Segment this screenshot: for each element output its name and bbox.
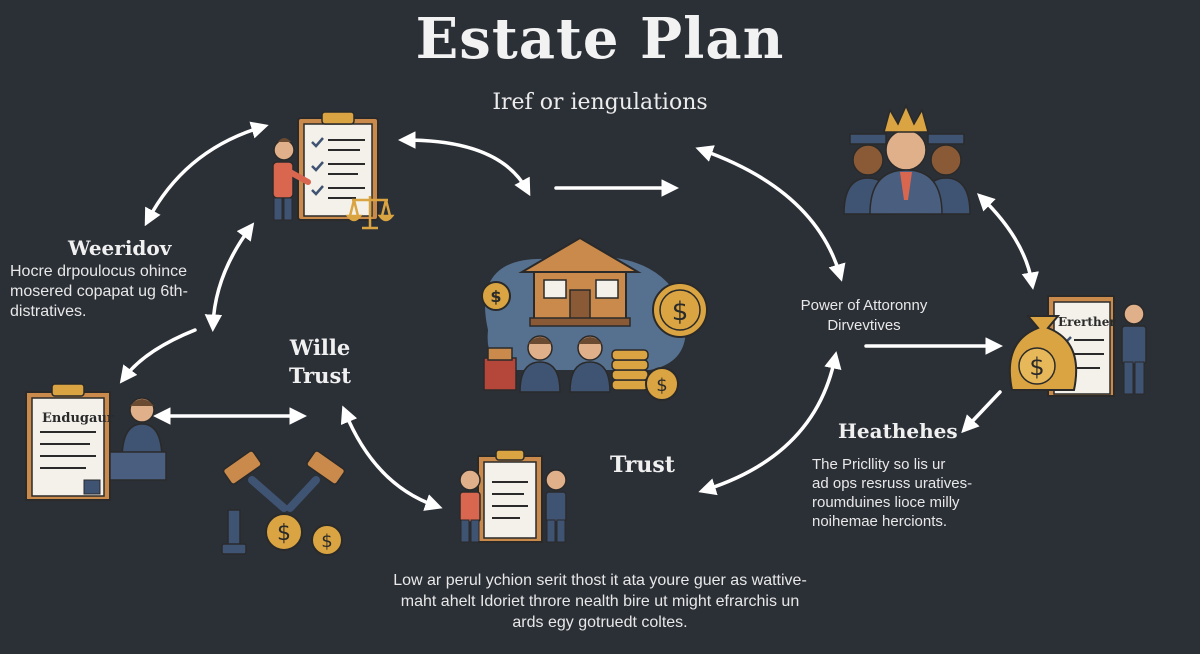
arrow-top-center-curve [398,131,531,197]
arrow-top-right-curve [695,145,846,282]
heathehes-line: The Pricllity so lis ur [812,456,946,473]
svg-text:$: $ [1029,353,1044,381]
poa-line: Dirvevtives [827,317,901,334]
heathehes-line: ad ops resruss uratives- [812,475,973,492]
arrow-right-to-heathches [961,390,1002,434]
house-family-illustration: $ $ $ [481,236,708,401]
arrow-left-down-curve [119,328,197,384]
arrow-center-left-down [340,405,443,511]
left-document-desk-illustration [25,383,167,501]
arrow-right-bottom-curve [698,351,842,496]
svg-text:$: $ [321,531,332,552]
heathehes-line: noihemae hercionts. [812,513,948,530]
right-doc-label: Ererther [1058,315,1116,329]
wille-trust-label: Wille Trust [284,334,356,390]
left-block-line: Hocre drpoulocus ohince [10,263,187,280]
flow-arrows [119,121,1039,511]
checklist-clipboard-illustration [272,111,395,230]
arrow-top-left-curve [144,121,269,227]
arrow-left-vertical-curve [204,222,255,332]
left-block-heading: Weeridov [68,236,172,260]
svg-text:$: $ [490,287,501,306]
svg-text:$: $ [672,297,689,327]
trust-label-center: Trust [610,452,675,478]
arrow-far-right-curve [976,193,1039,290]
trust-meeting-illustration [459,449,567,543]
poa-line: Power of Attoronny [800,297,928,314]
bottom-line: ards egy gotruedt coltes. [512,614,688,631]
right-document-moneybag-illustration: $ [1008,295,1147,397]
gavel-coins-illustration: $ $ [221,450,346,556]
svg-text:$: $ [277,521,291,546]
bottom-line: maht ahelt Idoriet throre nealth bire ut… [400,593,800,610]
heathehes-text: The Pricllity so lis ur ad ops resruss u… [812,455,972,531]
bottom-description: Low ar perul ychion serit thost it ata y… [330,570,870,633]
left-block-line: distratives. [10,303,87,320]
heathehes-line: roumduines lioce milly [812,494,960,511]
svg-text:$: $ [656,375,667,396]
left-doc-label: Endugaur [42,411,114,426]
heathehes-heading: Heathehes [838,419,958,443]
wille-label: Wille [289,335,351,360]
left-block-text: Hocre drpoulocus ohince mosered copapat … [10,262,188,322]
bottom-line: Low ar perul ychion serit thost it ata y… [393,572,807,589]
left-block-line: mosered copapat ug 6th- [10,283,188,300]
diagram-title: Estate Plan [415,6,785,72]
executors-group-illustration [843,104,971,215]
trust-label-left: Trust [289,363,351,388]
diagram-subtitle: Iref or iengulations [492,90,708,115]
power-of-attorney-label: Power of Attoronny Dirvevtives [784,296,944,336]
